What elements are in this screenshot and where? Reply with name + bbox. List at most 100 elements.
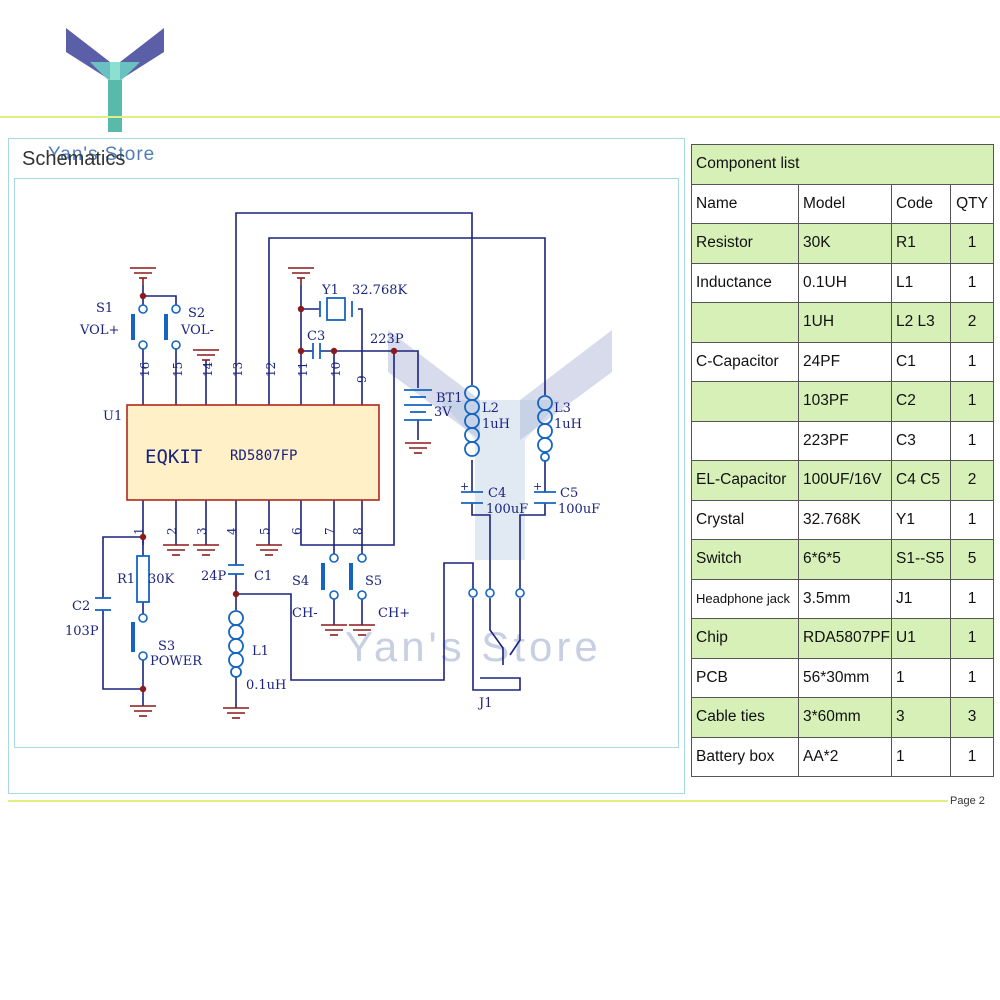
component-model: RDA5807PF — [798, 618, 892, 659]
store-logo — [66, 28, 164, 132]
component-code: 1 — [891, 657, 951, 698]
component-qty: 5 — [949, 539, 995, 580]
component-qty: 1 — [949, 420, 995, 461]
component-name: PCB — [691, 657, 799, 698]
component-qty: 1 — [949, 223, 995, 264]
component-name: Headphone jack — [691, 578, 799, 619]
l3-value: 1uH — [554, 417, 582, 432]
ch-plus-label: CH+ — [378, 606, 410, 621]
component-model: 0.1UH — [798, 262, 892, 303]
component-name — [691, 420, 799, 461]
component-model: 6*6*5 — [798, 539, 892, 580]
component-model: 103PF — [798, 381, 892, 422]
wires — [102, 212, 546, 708]
c2-value: 103P — [65, 624, 99, 639]
c1-label: C1 — [254, 569, 272, 584]
power-label: POWER — [150, 654, 203, 669]
component-name — [691, 381, 799, 422]
chip-u1 — [126, 404, 380, 501]
pin-3: 3 — [195, 527, 209, 535]
pin-6: 6 — [290, 527, 304, 535]
component-name: C-Capacitor — [691, 341, 799, 382]
pin-4: 4 — [225, 527, 239, 535]
junction-nodes — [139, 292, 398, 693]
component-model: 30K — [798, 223, 892, 264]
component-qty: 1 — [949, 341, 995, 382]
s5-label: S5 — [365, 574, 382, 589]
r1-value: 30K — [148, 572, 175, 587]
component-qty: 1 — [949, 736, 995, 777]
l1-label: L1 — [252, 644, 269, 659]
component-name: EL-Capacitor — [691, 460, 799, 501]
component-code: R1 — [891, 223, 951, 264]
component-code: C1 — [891, 341, 951, 382]
component-qty: 1 — [949, 657, 995, 698]
component-code: C4 C5 — [891, 460, 951, 501]
j1-label: J1 — [477, 696, 492, 711]
c1-value: 24P — [201, 569, 227, 584]
switch-contacts — [138, 304, 525, 661]
header-code: Code — [891, 183, 951, 224]
component-qty: 2 — [949, 460, 995, 501]
l2-label: L2 — [482, 401, 499, 416]
component-model: 1UH — [798, 302, 892, 343]
s1-label: S1 — [96, 301, 113, 316]
component-code: S1--S5 — [891, 539, 951, 580]
vol-minus-label: VOL- — [180, 323, 214, 338]
store-name: Yan's Store — [48, 144, 156, 165]
component-model: 100UF/16V — [798, 460, 892, 501]
pin-9: 9 — [355, 375, 369, 383]
component-list-title-row: Component list — [690, 144, 995, 185]
component-code: C3 — [891, 420, 951, 461]
component-qty: 1 — [949, 618, 995, 659]
component-name: Resistor — [691, 223, 799, 264]
schematic-panel — [8, 138, 685, 794]
components — [95, 297, 556, 678]
component-name: Inductance — [691, 262, 799, 303]
schematics-title: Schematics — [22, 148, 126, 170]
component-model: AA*2 — [798, 736, 892, 777]
s3-label: S3 — [158, 639, 175, 654]
component-code: L1 — [891, 262, 951, 303]
pin-11: 11 — [296, 362, 310, 377]
component-name: Crystal — [691, 499, 799, 540]
pin-14: 14 — [201, 361, 215, 377]
pin-16: 16 — [138, 362, 152, 377]
schematic-frame — [14, 178, 679, 748]
page-number: Page 2 — [950, 795, 985, 807]
component-qty: 3 — [949, 697, 995, 738]
header-name: Name — [691, 183, 799, 224]
switch-actuators — [131, 314, 353, 652]
component-code: Y1 — [891, 499, 951, 540]
component-model: 3*60mm — [798, 697, 892, 738]
pin-7: 7 — [323, 527, 337, 535]
pin-15: 15 — [171, 362, 185, 377]
component-list-title: Component list — [690, 144, 995, 185]
component-code: 1 — [891, 736, 951, 777]
pin-8: 8 — [351, 527, 365, 535]
ch-minus-label: CH- — [292, 606, 318, 621]
header-model: Model — [798, 183, 892, 224]
component-model: 56*30mm — [798, 657, 892, 698]
c4-value: 100uF — [486, 502, 528, 517]
component-name: Switch — [691, 539, 799, 580]
component-qty: 1 — [949, 381, 995, 422]
c5-plus: + — [533, 480, 542, 493]
c2-label: C2 — [72, 599, 90, 614]
pin-5: 5 — [258, 527, 272, 535]
s2-label: S2 — [188, 306, 205, 321]
component-model: 24PF — [798, 341, 892, 382]
pin-2: 2 — [165, 527, 179, 535]
c3-value: 223P — [370, 332, 404, 347]
